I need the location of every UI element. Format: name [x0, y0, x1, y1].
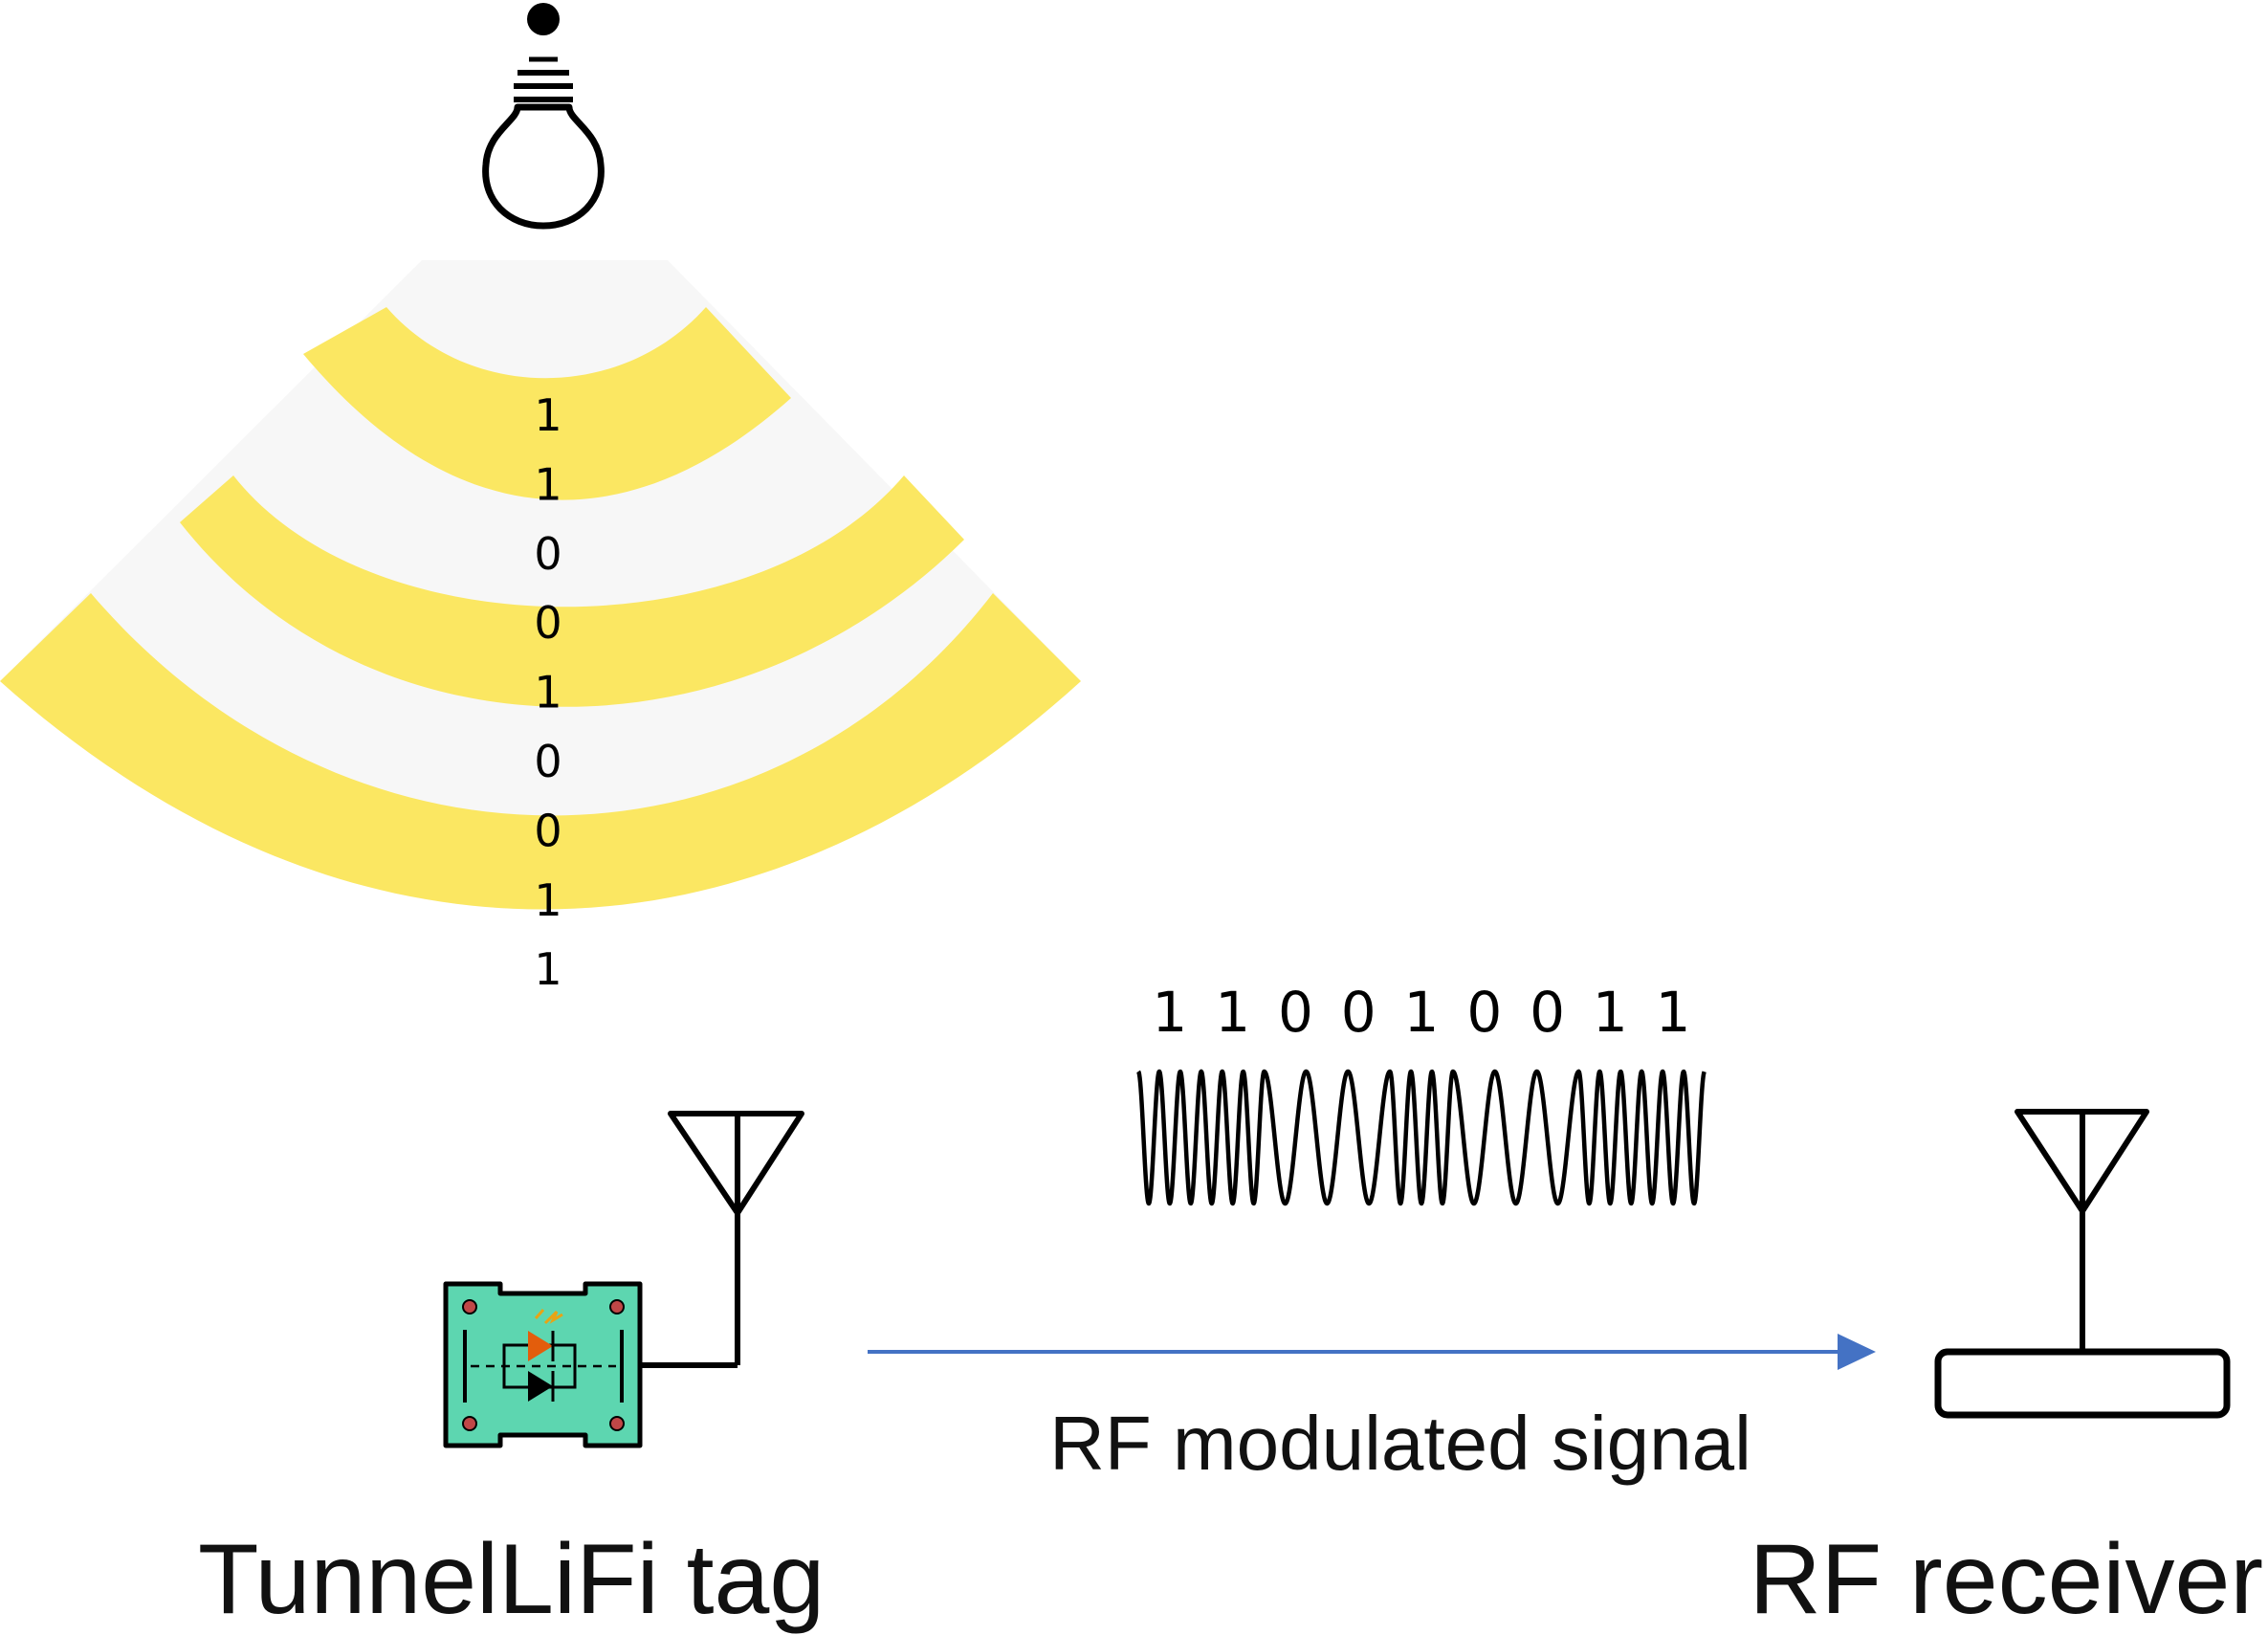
light-bit: 1: [534, 389, 561, 441]
light-bit: 1: [534, 874, 561, 926]
rf-receiver-icon: [1934, 1348, 2231, 1419]
signal-arrow: [868, 1334, 1876, 1370]
signal-bit: 0: [1278, 980, 1313, 1045]
signal-bit: 1: [1404, 980, 1440, 1045]
light-wave-band: [303, 307, 791, 500]
light-bit: 0: [534, 736, 561, 787]
receiver-label: RF receiver: [1750, 1524, 2263, 1635]
light-wave-band: [0, 593, 1081, 910]
signal-bit: 1: [1656, 980, 1691, 1045]
light-bit: 1: [534, 943, 561, 995]
light-bit: 1: [534, 667, 561, 718]
signal-bit: 0: [1530, 980, 1565, 1045]
signal-bit: 0: [1341, 980, 1376, 1045]
signal-bit: 1: [1152, 980, 1187, 1045]
tag-label: TunnelLiFi tag: [198, 1524, 825, 1635]
arrow-label: RF modulated signal: [1049, 1401, 1751, 1486]
signal-bit: 1: [1593, 980, 1628, 1045]
tag-antenna-icon: [639, 1111, 804, 1368]
light-bit: 0: [534, 805, 561, 856]
signal-bit: 1: [1215, 980, 1250, 1045]
light-wave-fan: [0, 260, 1081, 910]
signal-bit: 0: [1466, 980, 1502, 1045]
light-bit: 0: [534, 528, 561, 580]
light-bit: 1: [534, 458, 561, 510]
rf-modulated-waveform: [1136, 1069, 1707, 1206]
light-bit-column: 1 1 0 0 1 0 0 1 1: [534, 389, 561, 995]
light-bulb-icon: [482, 3, 605, 230]
receiver-antenna-icon: [2015, 1109, 2149, 1352]
light-wave-band: [180, 475, 964, 707]
light-bit: 0: [534, 597, 561, 649]
tunnellifi-tag-icon: [443, 1281, 643, 1448]
